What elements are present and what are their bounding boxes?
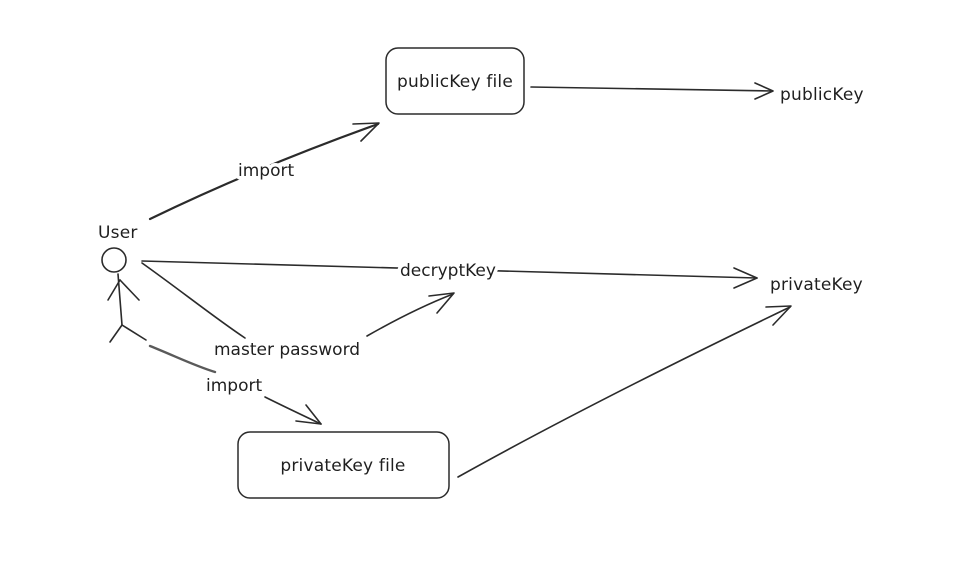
arrow-private-file-to-private-key: [457, 305, 792, 478]
decrypt-key-label: decryptKey: [400, 261, 496, 281]
arrow-user-to-public-file: [148, 122, 380, 221]
master-password-edge-label: master password: [214, 340, 360, 360]
arrow-public-file-to-public-key: [530, 82, 774, 100]
arrow-user-to-private-key: [141, 260, 758, 289]
public-key-file-label: publicKey file: [397, 72, 513, 92]
arrow-master-password-to-decrypt-key: [141, 262, 455, 339]
arrow-user-to-private-file: [148, 344, 322, 425]
private-key-file-box[interactable]: [237, 431, 450, 499]
import-private-edge-label: import: [206, 376, 262, 396]
private-key-label: privateKey: [770, 275, 863, 295]
private-key-file-label: privateKey file: [280, 456, 405, 476]
user-actor-icon[interactable]: [101, 247, 147, 343]
import-public-edge-label: import: [238, 161, 294, 181]
public-key-label: publicKey: [780, 85, 864, 105]
public-key-file-box[interactable]: [385, 47, 525, 115]
user-label: User: [98, 223, 138, 243]
